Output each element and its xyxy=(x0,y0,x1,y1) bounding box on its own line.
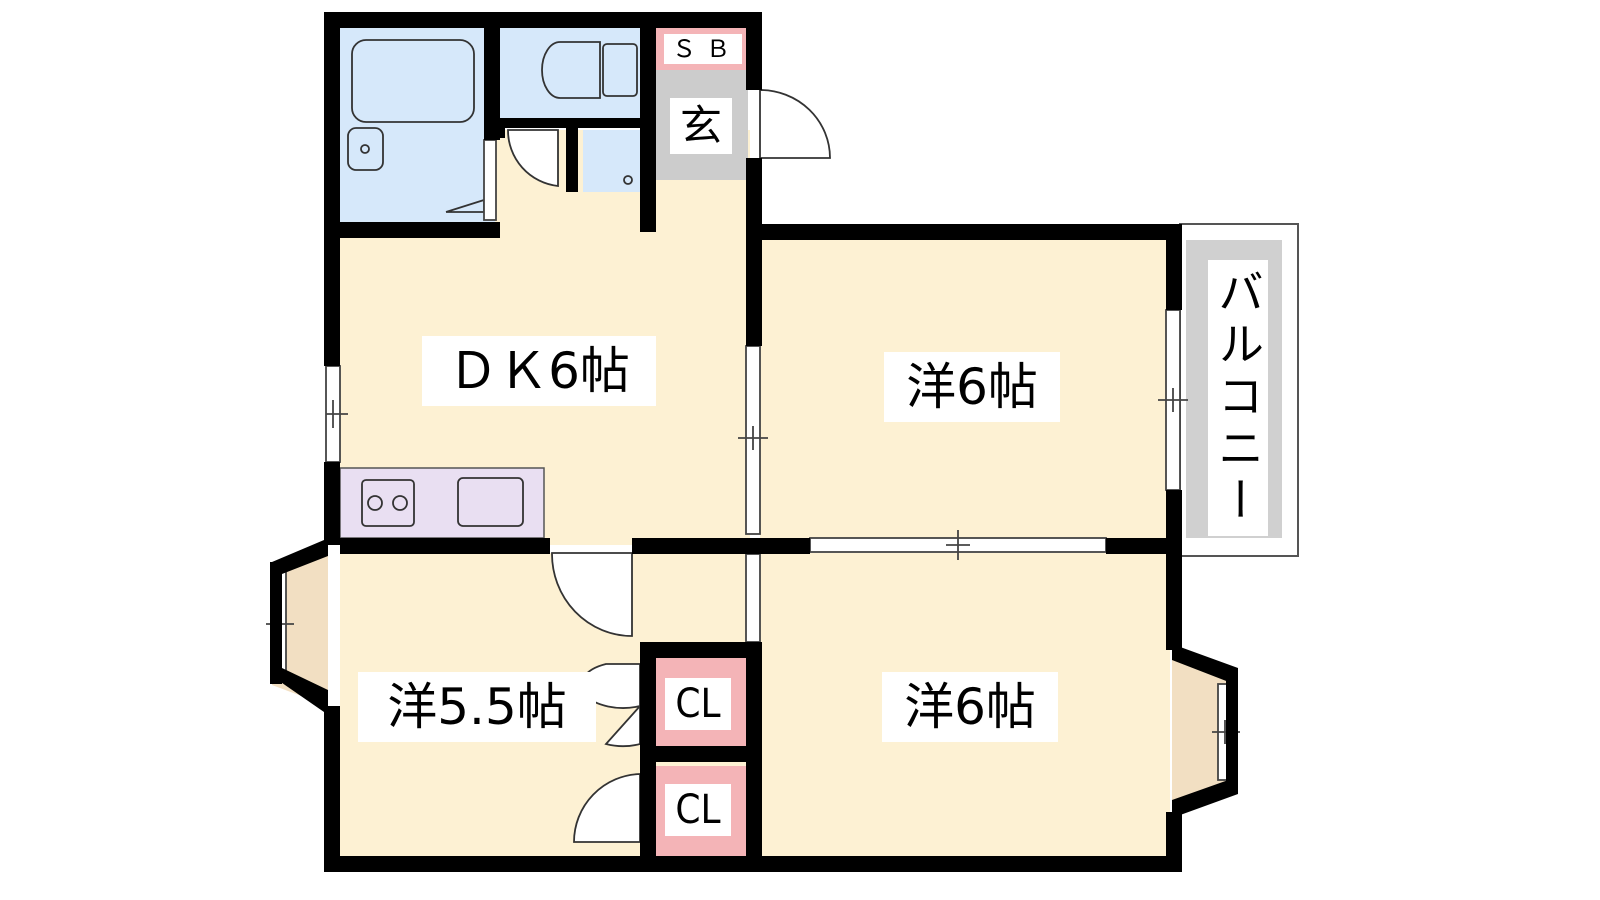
label-closet-1: CL xyxy=(665,678,731,730)
label-shoe-box: ＳＢ xyxy=(664,34,742,64)
label-entrance: 玄 xyxy=(670,98,732,154)
label-western-se: 洋6帖 xyxy=(882,672,1058,742)
washstand-floor xyxy=(583,130,643,192)
label-balcony: バルコニー xyxy=(1208,260,1268,536)
bathtub xyxy=(351,39,475,123)
label-western-ne: 洋6帖 xyxy=(884,352,1060,422)
label-closet-2: CL xyxy=(665,784,731,836)
stove xyxy=(361,479,415,527)
sink xyxy=(457,477,524,527)
toilet-bowl xyxy=(541,41,601,99)
bay-window-east xyxy=(1172,650,1232,812)
label-dk: ＤＫ6帖 xyxy=(422,336,656,406)
label-western-sw: 洋5.5帖 xyxy=(358,672,596,742)
fixtures xyxy=(347,39,638,527)
walls xyxy=(270,12,1238,872)
